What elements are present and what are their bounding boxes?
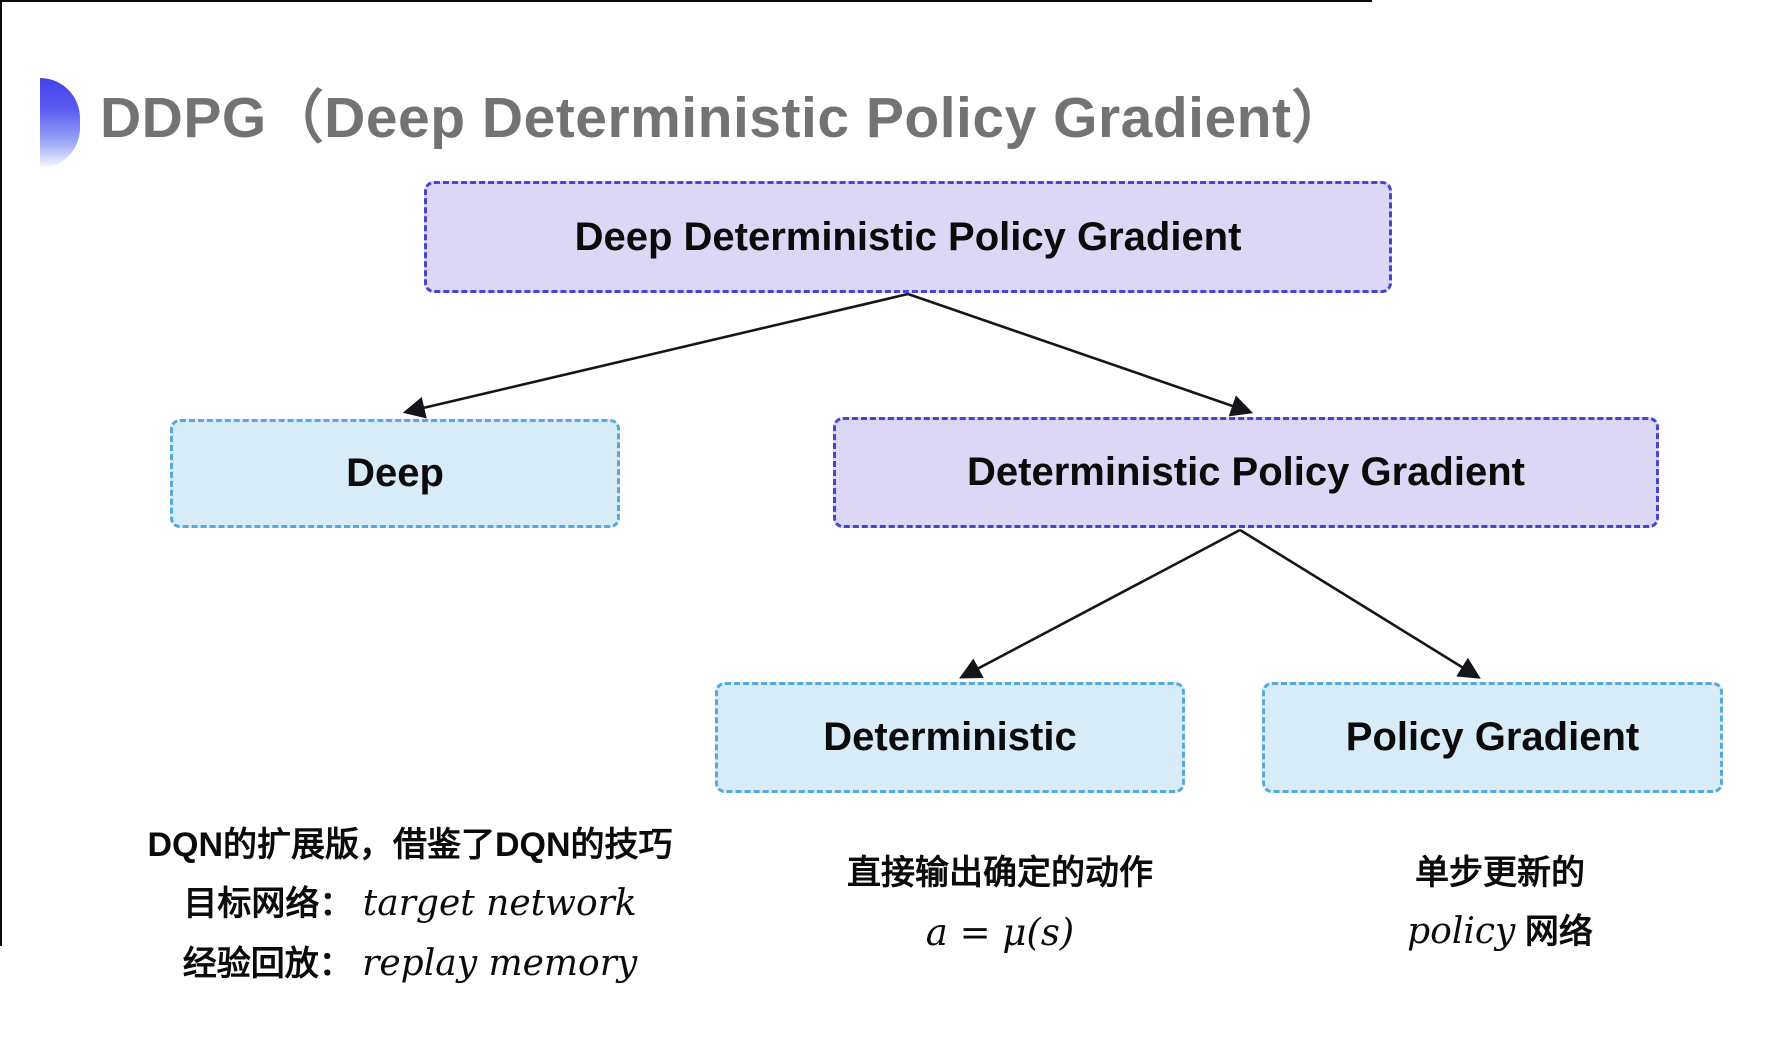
policy-gradient-annotation: 单步更新的 policy 网络 bbox=[1295, 856, 1705, 974]
deep-annotation-line3: 经验回放： replay memory bbox=[182, 943, 638, 984]
node-policy-gradient-label: Policy Gradient bbox=[1345, 715, 1640, 759]
policy-gradient-annotation-line2: policy 网络 bbox=[1407, 911, 1593, 952]
node-deterministic-label: Deterministic bbox=[823, 715, 1077, 759]
node-ddpg: Deep Deterministic Policy Gradient bbox=[424, 181, 1392, 293]
deep-annotation-line2: 目标网络： target network bbox=[183, 883, 637, 924]
arrow-ddpg-to-deep bbox=[402, 292, 909, 419]
policy-term: policy bbox=[1407, 911, 1516, 952]
arrow-dpg-to-deterministic bbox=[959, 528, 1241, 679]
replay-memory-term: replay memory bbox=[362, 943, 638, 984]
node-deep: Deep bbox=[170, 419, 620, 528]
arrow-ddpg-to-dpg bbox=[907, 292, 1254, 417]
node-dpg-label: Deterministic Policy Gradient bbox=[967, 450, 1525, 494]
policy-gradient-annotation-line1: 单步更新的 bbox=[1415, 854, 1585, 892]
page-title: DDPG（Deep Deterministic Policy Gradient） bbox=[100, 86, 1349, 150]
node-ddpg-label: Deep Deterministic Policy Gradient bbox=[574, 214, 1242, 259]
node-policy-gradient: Policy Gradient bbox=[1262, 682, 1723, 793]
frame-left-line bbox=[0, 0, 2, 946]
deep-annotation-line1: DQN的扩展版，借鉴了DQN的技巧 bbox=[147, 826, 673, 864]
target-network-term: target network bbox=[362, 883, 637, 924]
deep-annotation: DQN的扩展版，借鉴了DQN的技巧 目标网络： target network 经… bbox=[120, 828, 700, 1006]
node-deep-label: Deep bbox=[346, 451, 444, 495]
node-deterministic-policy-gradient: Deterministic Policy Gradient bbox=[833, 417, 1659, 528]
deterministic-formula: a = μ(s) bbox=[925, 911, 1075, 954]
frame-top-line bbox=[0, 0, 1372, 2]
node-deterministic: Deterministic bbox=[715, 682, 1185, 793]
arrow-dpg-to-policy-gradient bbox=[1239, 528, 1481, 679]
title-bullet-icon bbox=[40, 78, 80, 168]
deterministic-annotation: 直接输出确定的动作 a = μ(s) bbox=[800, 856, 1200, 975]
deterministic-annotation-line1: 直接输出确定的动作 bbox=[847, 854, 1153, 892]
